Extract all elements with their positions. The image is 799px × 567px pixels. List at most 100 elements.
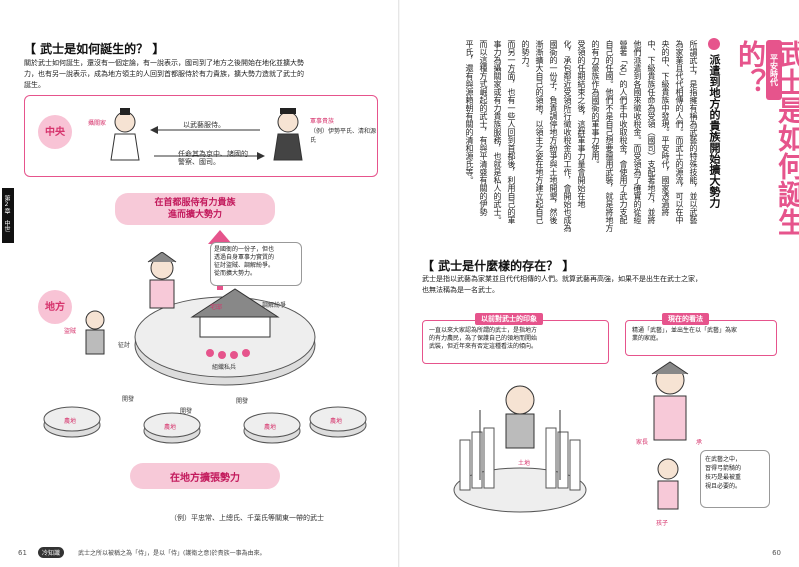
subdue-label: 征討 — [118, 342, 131, 349]
old-view-line: 的有力農民，為了保護自己的領地而開始 — [429, 335, 538, 342]
band-region: 在地方擴張勢力 — [130, 463, 280, 489]
body-column: 而另一方面，也有一些人回到首都後，利用自己的軍 — [507, 40, 516, 224]
band-capital-line: 進而擴大勢力 — [167, 210, 222, 220]
speech-line: 從而擴大勢力。 — [214, 270, 257, 277]
bandit-label: 盜賊 — [64, 328, 77, 335]
estate-platform — [134, 288, 316, 386]
body-column: 國衙的一份子，負責調停地方紛爭與土地開墾，然後 — [549, 40, 558, 224]
dispute-label: 調解紛爭 — [262, 302, 287, 309]
house-label: 宅邸 — [210, 304, 223, 311]
relation-arrows — [150, 126, 265, 160]
section2-line: 武士是指以武藝為家業並且代代相傳的人們。就算武藝再高強，如果不是出生在武士之家， — [422, 275, 702, 283]
body-column: 他們派遣到各國來徵收稅金。而受領為了確實的從經 — [633, 40, 642, 224]
body-column: 營著「名」的人們手中收取稅金，會使用了武力支配 — [619, 40, 628, 224]
example-bottom: （例）平忠常、上總氏、千葉氏等關東一帶的武士 — [170, 514, 324, 522]
military-noble-icon — [273, 108, 303, 161]
family-head-icon — [651, 361, 689, 441]
field-label: 農地 — [330, 418, 343, 425]
chapter-tab: 第2章 中世 — [2, 188, 14, 243]
subtitle-bullet-icon — [708, 38, 720, 50]
chapter-tab-sub: 中世 — [3, 220, 10, 232]
note-line: 習得弓箭騎的 — [705, 465, 742, 472]
intro-line: 力，也有另一說表示，成為地方領主的人回到首都服侍於有力貴族，擴大勢力造就了武士的 — [24, 70, 304, 78]
old-view-box: 一直以來大家認為所謂的武士，是指地方 的有力農民，為了保護自己的領地而開始 武裝… — [422, 320, 609, 364]
center-label: 中央 — [38, 115, 72, 149]
section2-line: 也無法稱為是一名武士。 — [422, 286, 499, 294]
samurai-figure-icon — [147, 252, 177, 309]
land-label: 土地 — [518, 460, 531, 467]
field-label: 農地 — [264, 424, 277, 431]
region-label: 地方 — [38, 290, 72, 324]
field-label: 農地 — [64, 418, 77, 425]
body-column: 為家業且代代相傳的人們。而武士的源流，可以在中 — [675, 40, 684, 224]
page-number-left: 61 — [18, 549, 27, 557]
noble-figure-icon — [110, 108, 140, 161]
body-column: 的有力豪族作為國衙的軍事力使用。 — [591, 40, 600, 168]
era-tag-text: 平安時代 — [769, 54, 779, 86]
section2-paragraph: 武士是指以武藝為家業並且代代相傳的人們。就算武藝再高強，如果不是出生在武士之家，… — [422, 274, 782, 296]
body-column: 中、下級貴族任命為受領（國司）支配著地方，並將 — [647, 40, 656, 224]
speech-line: 透過自身軍事力實質的 — [214, 254, 275, 261]
new-view-label: 現在的看法 — [662, 313, 709, 325]
left-page: 【 武士是如何誕生的？ 】 關於武士如何誕生，還沒有一個定論，有一說表示，國司到… — [0, 0, 399, 567]
intro-paragraph: 關於武士如何誕生，還沒有一個定論，有一說表示，國司到了地方之後開始在地化並擴大勢… — [24, 58, 384, 91]
page-number-right: 60 — [772, 549, 781, 557]
old-view-label: 以前對武士的印象 — [475, 313, 543, 325]
main-title: 武士是如何誕生的？ — [734, 40, 799, 236]
child-icon — [657, 458, 679, 510]
chapter-tab-number: 第2章 — [3, 194, 10, 214]
note-line: 在武藝之中， — [705, 456, 742, 463]
body-column: 自己的任國。他們不是自己想要擅用武裝，就是將地方 — [605, 40, 614, 232]
appoint-text: 任命其為京中、諸國的 警察、國司。 — [178, 150, 268, 166]
speech-line: 是國衙的一份子，但也 — [214, 246, 275, 253]
body-column: 受領的任期結束之後，這群軍事力量會開始在地 — [577, 40, 586, 208]
subtitle: 派遣到地方的貴族開始擴大勢力 — [708, 54, 721, 208]
body-column: 央的中、下級貴族中發現。平安時代，國家透過將 — [661, 40, 670, 216]
fenced-estate-illustration — [453, 385, 587, 513]
old-view-line: 武裝，但近年來有否定這種看法的傾向。 — [429, 343, 538, 350]
intro-line: 誕生。 — [24, 81, 45, 89]
body-column: 而以這種方式崛起的武士，有與平清盛有關的伊勢 — [479, 40, 488, 216]
new-view-line: 業的家庭。 — [632, 335, 663, 342]
develop-label: 開發 — [180, 408, 193, 415]
develop-label: 開發 — [122, 396, 135, 403]
footer-badge: 冷知識 — [38, 547, 65, 558]
body-column: 的勢力。 — [521, 40, 530, 72]
gutter — [398, 0, 400, 567]
speech-bubble: 是國衙的一份子，但也 透過自身軍事力實質的 征討盜賊、調解紛爭。 從而擴大勢力。 — [210, 242, 302, 286]
child-label: 孩子 — [656, 520, 669, 527]
old-view-line: 一直以來大家認為所謂的武士，是指地方 — [429, 327, 538, 334]
bandit-figure-icon — [85, 310, 105, 355]
note-line: 視且必要的。 — [705, 483, 742, 490]
center-panel — [24, 95, 378, 177]
appoint-line: 警察、國司。 — [178, 158, 220, 166]
inheritance-label: 承 — [696, 439, 703, 446]
field-label: 農地 — [164, 424, 177, 431]
body-column: 漸漸擴大自己的領地，以領主之姿在地方建立起自己 — [535, 40, 544, 224]
body-text: 所謂武士，是指擁有稱為武藝的特殊技能，並以武藝 為家業且代代相傳的人們。而武士的… — [458, 40, 698, 250]
band-capital: 在首都服侍有力貴族 進而擴大勢力 — [115, 193, 275, 225]
intro-line: 關於武士如何誕生，還沒有一個定論，有一說表示，國司到了地方之後開始在地化並擴大勢 — [24, 59, 304, 67]
military-noble-example: （例）伊勢平氏、清和源氏 — [310, 128, 377, 144]
new-view-line: 精通「武藝」，並出生在以「武藝」為家 — [632, 327, 738, 334]
note-line: 技巧是最被重 — [705, 474, 742, 481]
develop-label: 開發 — [236, 398, 249, 405]
body-column: 平氏，還有與源賴朝有關的清和源氏等。 — [465, 40, 474, 184]
era-tag: 平安時代 — [766, 40, 782, 100]
speech-line: 征討盜賊、調解紛爭。 — [214, 262, 275, 269]
body-column: 事力為攝關家或有力貴族服務，也就是私人的武士。 — [493, 40, 502, 224]
family-head-label: 家長 — [636, 439, 649, 446]
new-view-box: 精通「武藝」，並出生在以「武藝」為家 業的家庭。 — [625, 320, 777, 356]
footer-text: 武士之所以被稱之為「侍」，是以「侍」(護衛之意)於貴族一事為由來。 — [78, 550, 266, 557]
retainers-label: 組織私兵 — [212, 364, 237, 371]
band-capital-line: 在首都服侍有力貴族 — [154, 198, 236, 208]
body-column: 所謂武士，是指擁有稱為武藝的特殊技能，並以武藝 — [689, 40, 698, 224]
noble-label: 攝關家 — [88, 120, 107, 127]
right-page: 平安時代 武士是如何誕生的？ 派遣到地方的貴族開始擴大勢力 所謂武士，是指擁有稱… — [400, 0, 799, 567]
appoint-line: 任命其為京中、諸國的 — [178, 150, 248, 158]
fields-row — [43, 406, 367, 444]
military-noble-label: 軍事貴族 — [310, 118, 335, 125]
serve-arrow-text: 以武藝服侍。 — [183, 121, 225, 129]
body-column: 化，承包鄰近受領所行徵收稅金的工作，會開始也成為 — [563, 40, 572, 232]
